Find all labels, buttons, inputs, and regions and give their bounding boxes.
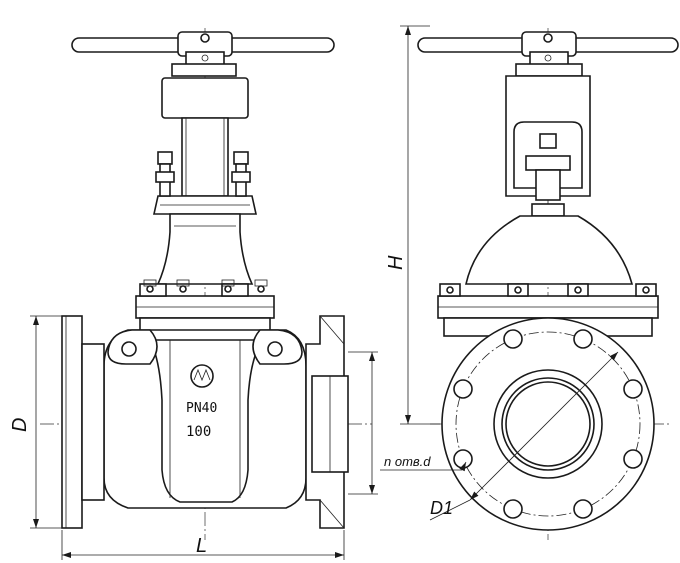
bolt-hole [623, 449, 643, 469]
pressure-mark: PN40 [186, 401, 217, 416]
dimension-D1 [469, 351, 619, 501]
bolt-hole [573, 329, 593, 349]
dimension-H-label: H [385, 255, 407, 270]
nominal-size-mark: 100 [186, 424, 211, 440]
bolt-hole [503, 329, 523, 349]
dimension-D1-label: D1 [430, 498, 453, 518]
bolt-hole [573, 499, 593, 519]
holes-label: n отв.d [384, 454, 431, 469]
bonnet-dome-side [464, 215, 634, 285]
yoke-front [153, 77, 257, 215]
bolt-hole [503, 499, 523, 519]
dimension-bore [348, 351, 378, 495]
handwheel-front [71, 31, 335, 77]
yoke-side [505, 75, 591, 217]
front-view: PN40 100 L D [9, 28, 378, 560]
dimension-L [61, 530, 345, 560]
bolt-hole [453, 379, 473, 399]
handwheel-side [417, 31, 679, 77]
bonnet-neck-front [156, 213, 254, 285]
left-flange [61, 315, 105, 529]
bolt-hole [623, 379, 643, 399]
bonnet-flange-side [437, 283, 659, 337]
dimension-D [30, 315, 62, 529]
gland-studs-front [155, 151, 251, 197]
pipe-flange-side [441, 317, 655, 531]
side-view: n отв.d D1 H [380, 25, 679, 540]
dimension-L-label: L [196, 535, 207, 557]
right-flange [305, 315, 349, 529]
casting-logo [190, 364, 214, 388]
dimension-D-label: D [9, 418, 31, 432]
valve-body-front [103, 329, 307, 509]
bolt-hole [453, 449, 473, 469]
dimension-H [400, 25, 440, 425]
